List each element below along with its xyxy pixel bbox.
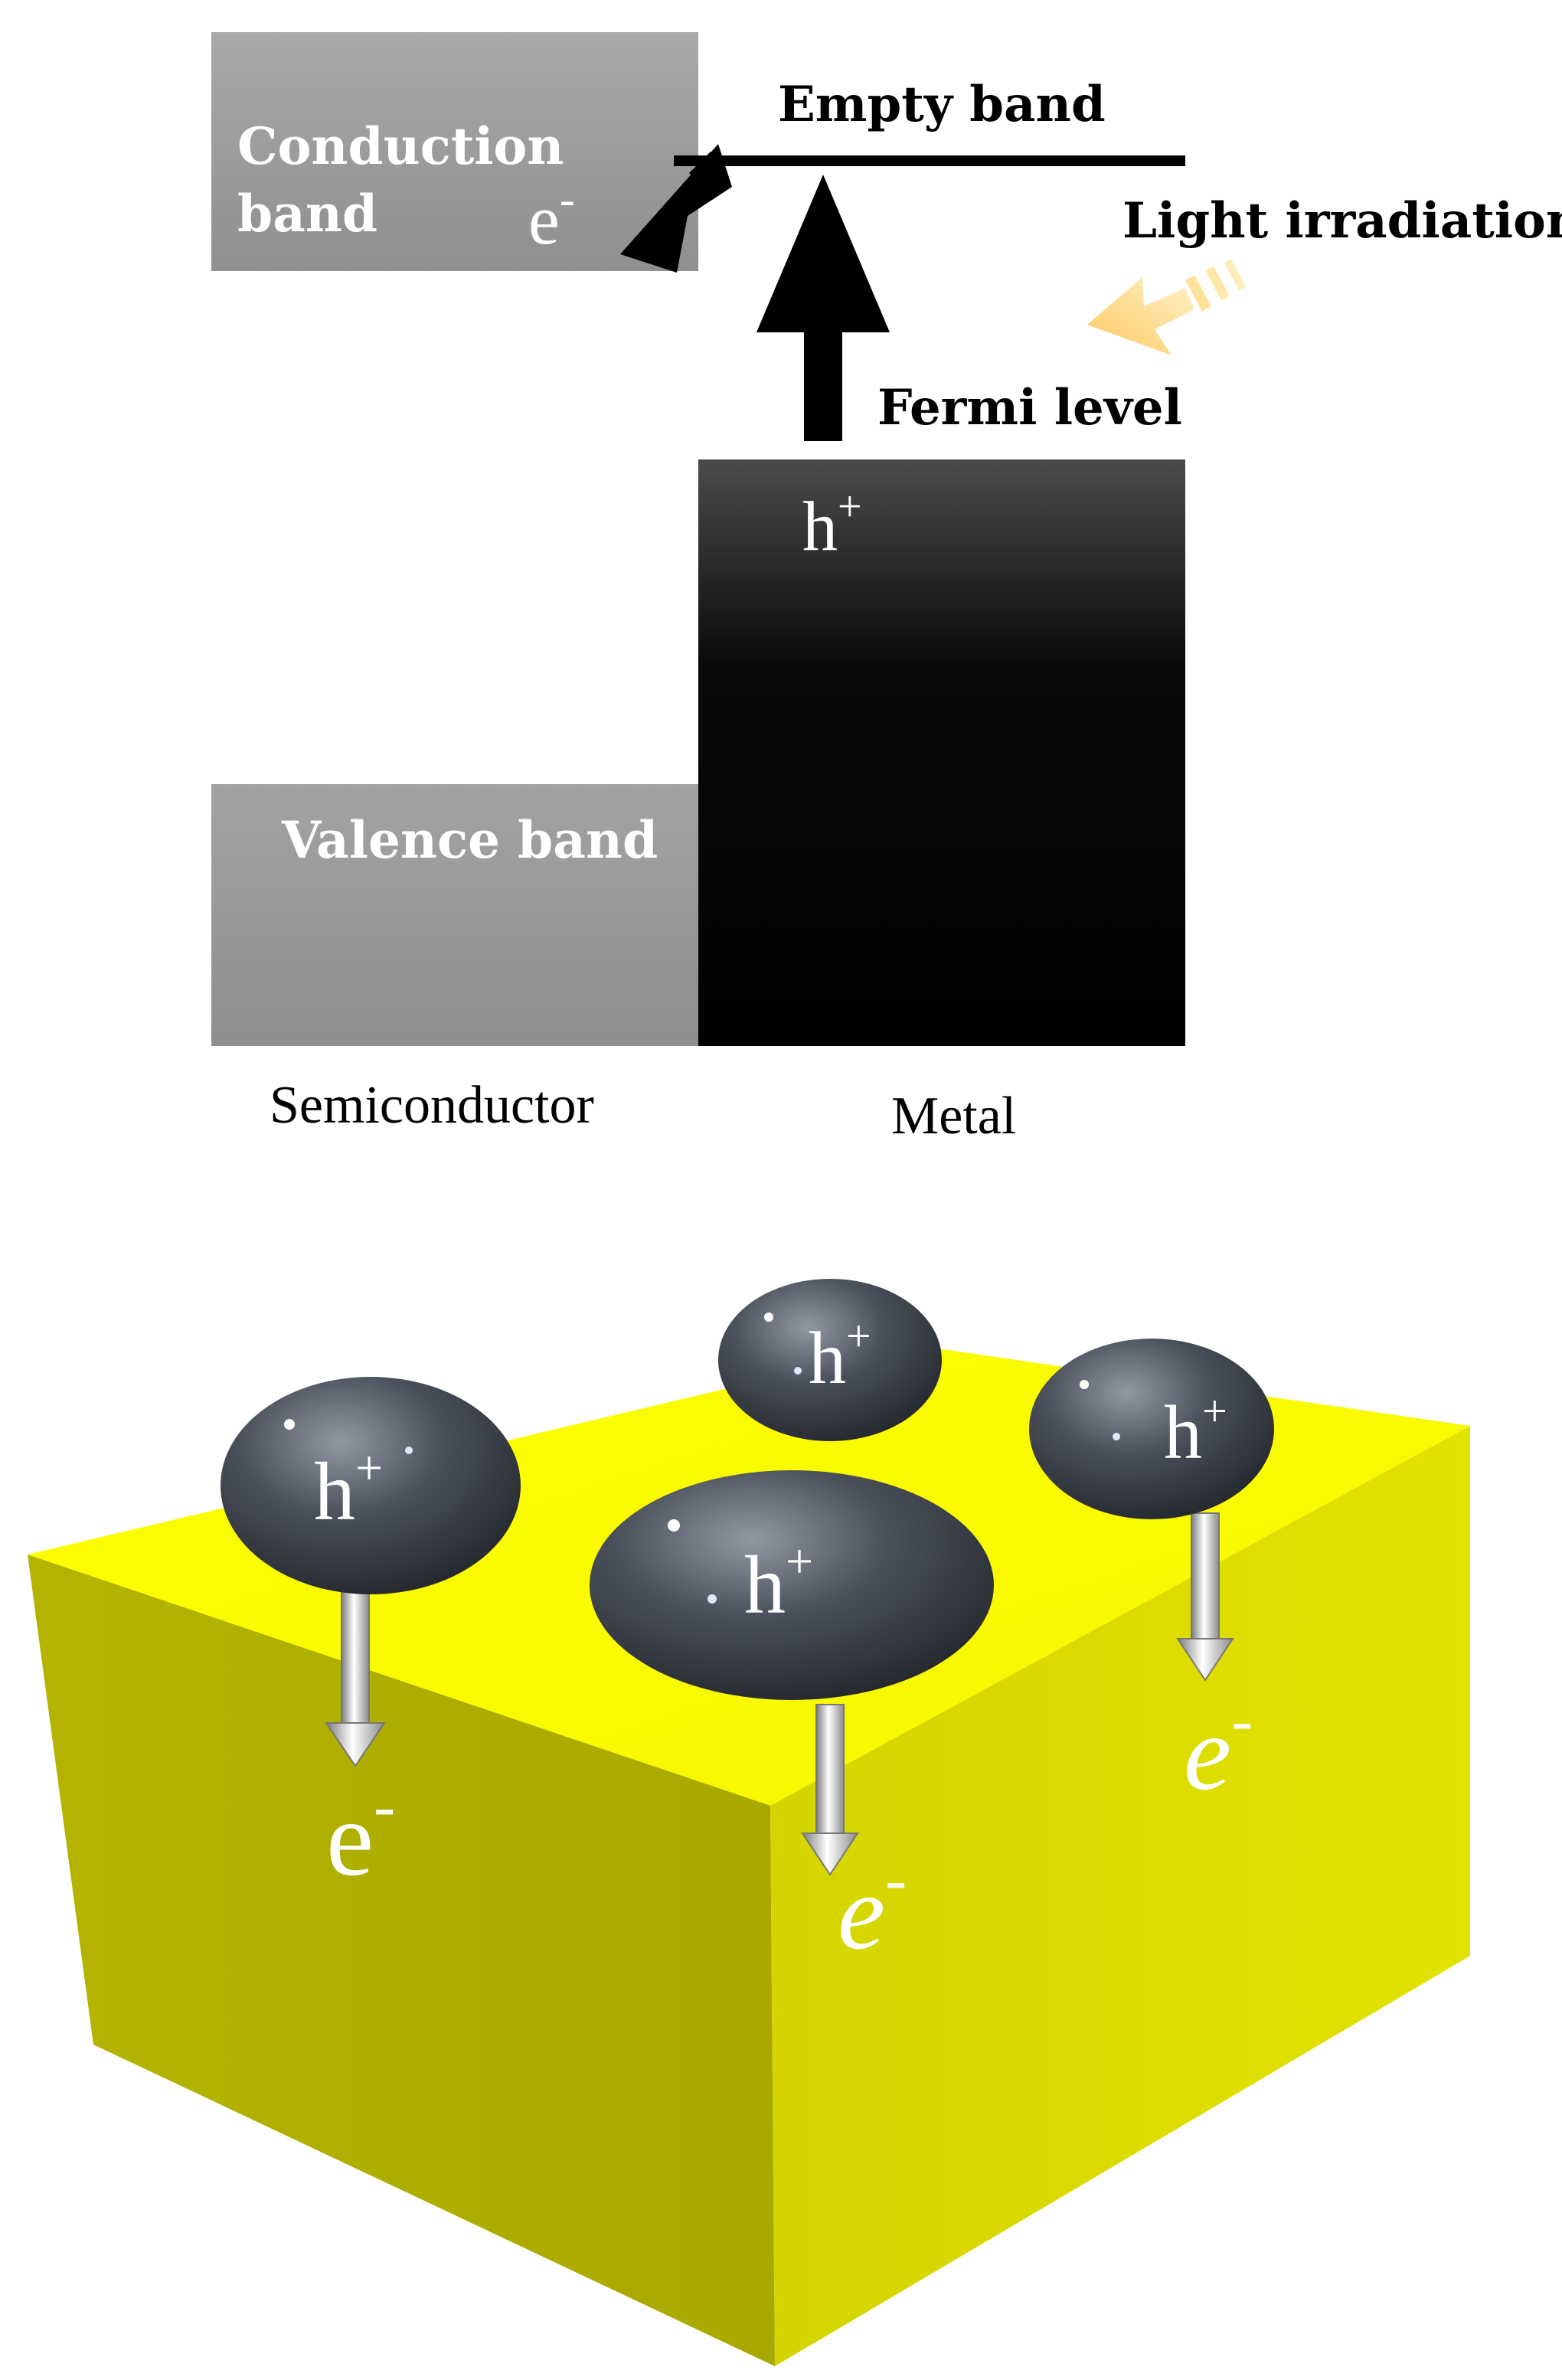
hole-label-right: h+ bbox=[1164, 1386, 1227, 1475]
nanoparticle-top: h+ bbox=[718, 1279, 942, 1441]
hole-letter: h bbox=[802, 487, 838, 565]
metal-label: Metal bbox=[891, 1087, 1016, 1146]
conduction-band-label-line1: Conduction bbox=[237, 116, 564, 176]
excitation-arrow bbox=[756, 175, 890, 441]
nanoparticle-center: h+ bbox=[590, 1470, 994, 1700]
metal-block bbox=[698, 459, 1185, 1046]
substrate-left-face bbox=[28, 1555, 775, 2366]
electron-label-center: e- bbox=[838, 1844, 907, 1972]
electron-letter: e bbox=[528, 181, 560, 259]
hole-label-left: h+ bbox=[314, 1440, 383, 1538]
down-arrow-center bbox=[801, 1704, 859, 1876]
valence-band-label: Valence band bbox=[281, 810, 658, 870]
particle-scene: h+ h+ h+ h+ bbox=[28, 1279, 1470, 2366]
conduction-electron-label: e- bbox=[528, 174, 575, 259]
electron-charge: - bbox=[560, 174, 575, 224]
electron-label-right: e- bbox=[1184, 1685, 1253, 1813]
conduction-band bbox=[211, 32, 698, 271]
empty-band-label: Empty band bbox=[778, 76, 1106, 133]
conduction-band-label-line2: band bbox=[237, 184, 377, 244]
hole-label-center: h+ bbox=[744, 1534, 813, 1631]
hole-charge: + bbox=[838, 483, 862, 531]
band-diagram: Conduction band e- Empty band Light irra… bbox=[211, 32, 1562, 1146]
hole-label-top: h+ bbox=[809, 1311, 871, 1400]
fermi-level-label: Fermi level bbox=[877, 379, 1182, 436]
substrate-right-face bbox=[770, 1426, 1470, 2366]
light-arrow-icon bbox=[1087, 259, 1247, 355]
metal-hole-label: h+ bbox=[802, 483, 862, 565]
down-arrow-left bbox=[325, 1587, 386, 1767]
electron-label-left: e- bbox=[326, 1770, 395, 1898]
valence-band bbox=[211, 784, 698, 1046]
nanoparticle-left: h+ bbox=[221, 1377, 521, 1594]
nanoparticle-right: h+ bbox=[1029, 1339, 1274, 1519]
electron-transfer-arrow bbox=[620, 144, 732, 273]
down-arrow-right bbox=[1176, 1512, 1234, 1682]
semiconductor-label: Semiconductor bbox=[270, 1076, 594, 1135]
light-irradiation-label: Light irradiation bbox=[1122, 192, 1562, 250]
